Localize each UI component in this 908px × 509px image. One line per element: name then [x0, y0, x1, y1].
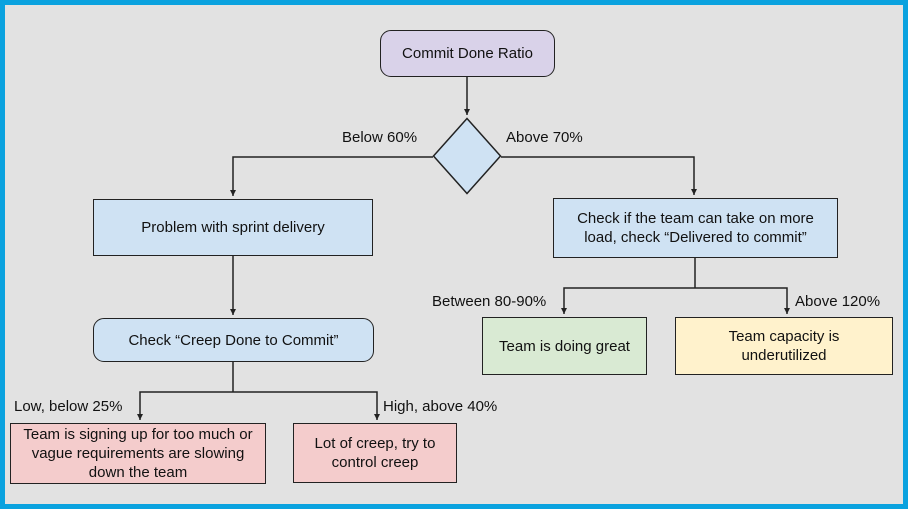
node-check-delivered-to-commit: Check if the team can take on more load,…: [553, 198, 838, 258]
node-signing-up-too-much: Team is signing up for too much or vague…: [10, 423, 266, 484]
decision-diamond: [432, 117, 502, 195]
edge-check-creep-to-lot-creep: [233, 391, 380, 420]
edge-label-between-80-90: Between 80-90%: [432, 293, 547, 310]
edge-label-above-70: Above 70%: [506, 129, 583, 146]
node-team-capacity-underutilized: Team capacity is underutilized: [675, 317, 893, 375]
edge-check-creep-to-too-much: [137, 391, 233, 420]
node-check-creep-done-to-commit: Check “Creep Done to Commit”: [93, 318, 374, 362]
edge-decision-to-take-more: [501, 156, 697, 195]
node-lot-of-creep: Lot of creep, try to control creep: [293, 423, 457, 483]
edge-take-more-to-underutilized: [695, 287, 790, 314]
edge-label-above-120: Above 120%: [795, 293, 881, 310]
edge-label-below-60: Below 60%: [342, 129, 418, 146]
decision-diamond-shape: [432, 117, 502, 195]
edge-decision-to-problem: [230, 156, 433, 196]
node-problem-sprint-delivery: Problem with sprint delivery: [93, 199, 373, 256]
edge-label-high-above-40: High, above 40%: [383, 398, 498, 415]
edge-take-more-to-doing-great: [561, 287, 695, 314]
edge-label-low-below-25: Low, below 25%: [14, 398, 123, 415]
node-team-doing-great: Team is doing great: [482, 317, 647, 375]
node-commit-done-ratio: Commit Done Ratio: [380, 30, 555, 77]
